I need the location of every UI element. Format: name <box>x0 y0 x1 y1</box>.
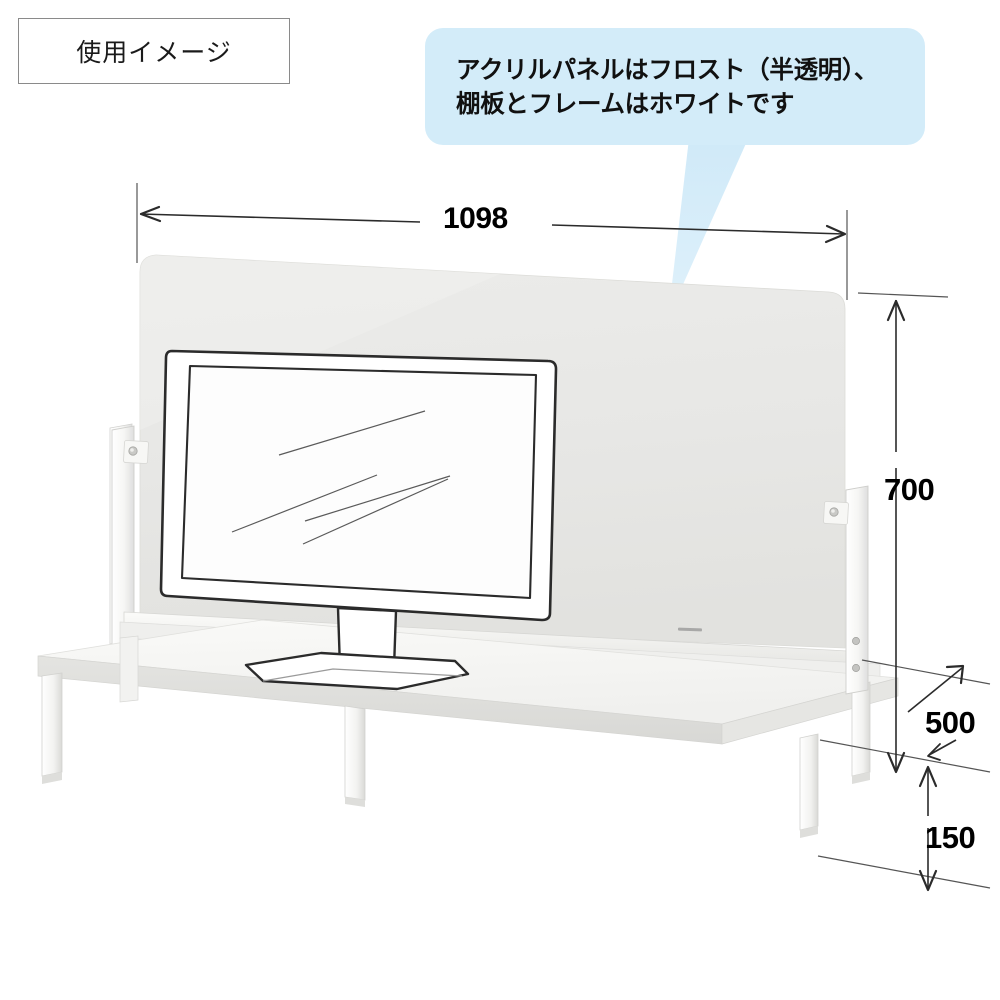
callout-line-2: 棚板とフレームはホワイトです <box>456 88 795 118</box>
shelf-leg-rear-right <box>851 681 871 784</box>
info-callout: アクリルパネルはフロスト（半透明）、 棚板とフレームはホワイトです <box>425 28 925 145</box>
monitor-illustration <box>159 349 558 691</box>
page-title: 使用イメージ <box>76 38 232 67</box>
ext-line-shelf-bottom <box>819 739 991 773</box>
dim-arrow-700-lower <box>886 468 906 774</box>
panel-screw-right-icon <box>823 501 849 525</box>
dimension-label-depth: 500 <box>925 705 976 740</box>
dim-arrow-150-lower <box>918 828 938 892</box>
dim-arrow-700-upper <box>886 299 906 452</box>
screen-reflection-lines-icon <box>231 410 451 545</box>
ext-line-shelf-top <box>861 659 991 685</box>
frame-post-right <box>823 485 869 695</box>
shelf-leg-front-right <box>799 733 819 838</box>
dim-arrow-500-depth <box>907 664 965 713</box>
dim-tick-500 <box>927 739 957 761</box>
ext-line-floor <box>817 855 991 889</box>
callout-tail-icon <box>668 130 752 318</box>
dimension-label-width: 1098 <box>443 202 508 235</box>
callout-line-1: アクリルパネルはフロスト（半透明）、 <box>456 54 879 84</box>
ext-line-panel-top <box>857 292 949 298</box>
shelf-leg-front-mid <box>344 705 366 807</box>
dimension-label-panel-height: 700 <box>884 472 935 507</box>
dim-arrow-150-upper <box>918 765 938 816</box>
dim-arrow-1098-left <box>139 205 421 223</box>
dim-arrow-1098-right <box>551 224 847 244</box>
dimension-lines <box>136 183 991 892</box>
shelf-leg-rear-left <box>119 635 139 703</box>
frame-bracket-screws-right <box>852 637 860 672</box>
panel-screw-left-icon <box>123 440 149 464</box>
dimension-label-leg-height: 150 <box>925 820 976 855</box>
section-title-box: 使用イメージ <box>18 18 290 84</box>
shelf-leg-front-left <box>41 672 63 784</box>
